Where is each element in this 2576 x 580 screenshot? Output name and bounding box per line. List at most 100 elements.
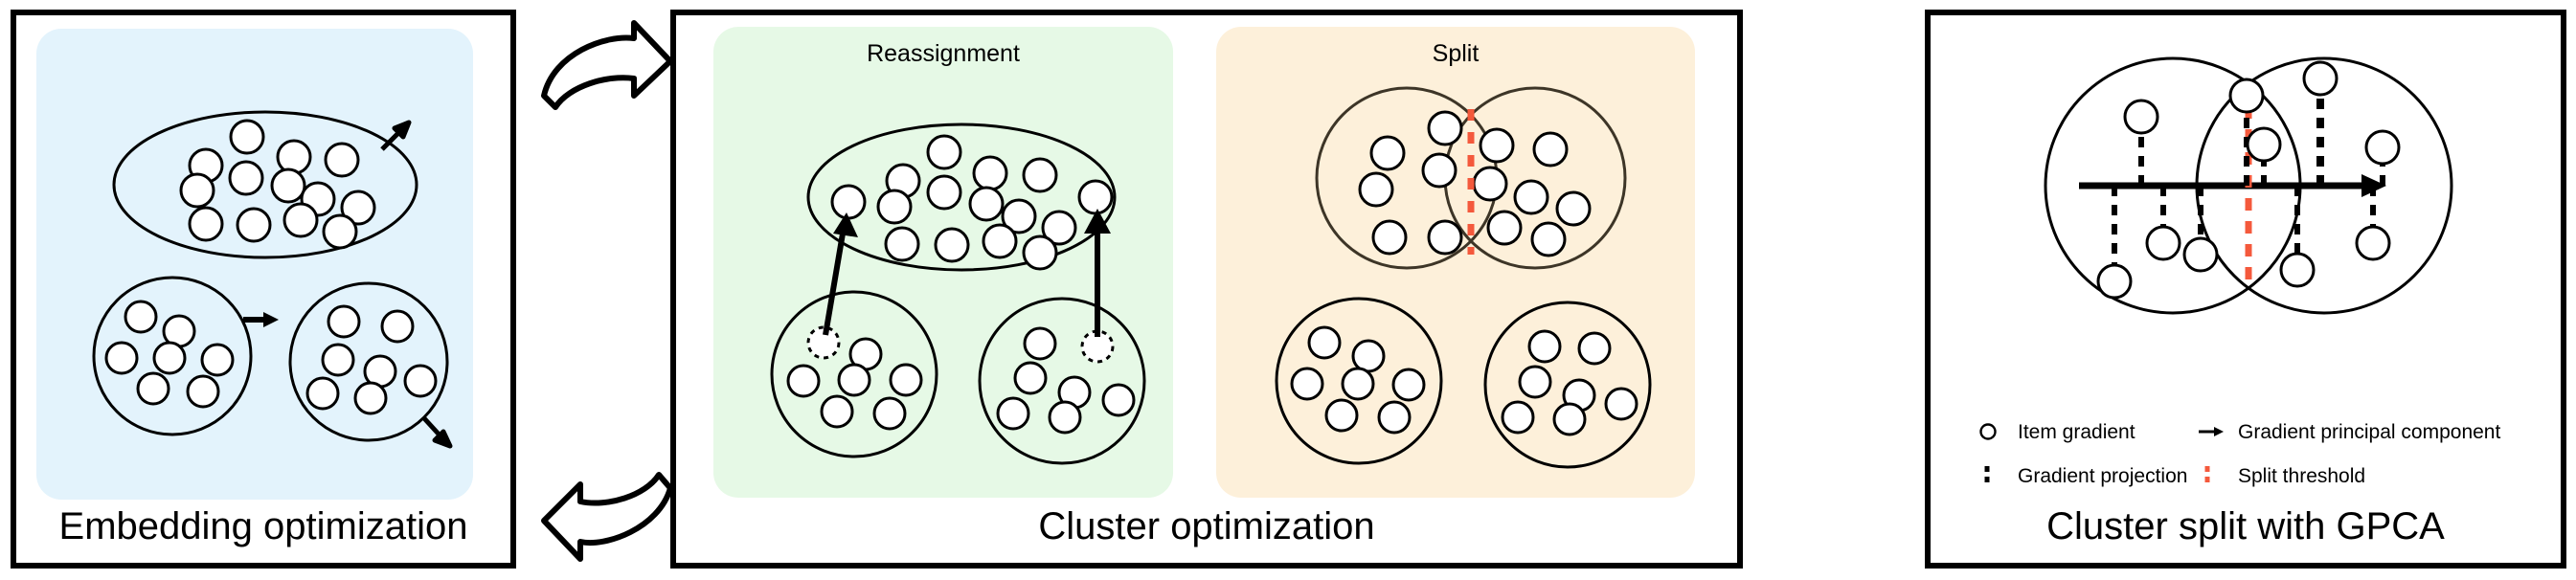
- item-dot: [1427, 219, 1463, 256]
- cluster-ellipse-large: [806, 123, 1117, 272]
- item-group-circle-right: [305, 304, 438, 415]
- item-dot: [837, 363, 871, 397]
- item-dot: [236, 207, 272, 243]
- item-dot: [1371, 219, 1408, 256]
- item-dot: [1022, 157, 1058, 193]
- item-dot: [1351, 339, 1386, 373]
- item-dot: [1501, 400, 1535, 435]
- item-dot: [889, 363, 923, 397]
- item-gradient-dot: [2302, 60, 2339, 97]
- item-dot: [1101, 383, 1136, 417]
- item-dot: [1001, 198, 1037, 234]
- item-dot: [1307, 325, 1342, 360]
- item-dot: [270, 167, 306, 204]
- legend-label: Gradient projection: [2018, 464, 2188, 487]
- panel-embedding-caption: Embedding optimization: [58, 505, 468, 547]
- item-dot: [1022, 234, 1058, 271]
- item-dot: [179, 172, 215, 209]
- item-group-circle-left: [786, 337, 923, 431]
- item-dot: [872, 396, 907, 431]
- item-group-split-right: [1472, 127, 1592, 257]
- item-dot: [996, 396, 1030, 431]
- item-dot: [1530, 221, 1567, 257]
- item-group-result-left: [1290, 325, 1426, 435]
- item-dot: [1518, 365, 1552, 399]
- item-dot: [830, 184, 867, 220]
- reassignment-arrow-right: [1084, 209, 1111, 337]
- item-dot: [982, 223, 1018, 259]
- item-dot: [124, 300, 158, 334]
- legend-label: Item gradient: [2018, 420, 2135, 443]
- embedding-expand-arrow-top: [380, 120, 412, 151]
- item-dot: [968, 186, 1005, 222]
- flow-arrows: [541, 20, 673, 562]
- item-dot: [934, 227, 970, 263]
- item-dot: [324, 142, 360, 178]
- item-gradient-dot: [2096, 263, 2133, 300]
- item-dot: [340, 190, 376, 226]
- item-dot: [1427, 110, 1463, 146]
- legend-label: Gradient principal component: [2238, 420, 2501, 443]
- item-group-circle-left: [104, 300, 235, 409]
- item-dot: [972, 155, 1008, 191]
- panel-gpca-caption: Cluster split with GPCA: [2046, 505, 2445, 547]
- item-dot: [276, 139, 312, 175]
- split-label: Split: [1432, 40, 1480, 67]
- item-dot: [282, 202, 319, 238]
- legend-split-threshold: Split threshold: [2197, 463, 2365, 488]
- item-group-split-left: [1358, 110, 1463, 256]
- item-dot: [1013, 361, 1048, 395]
- item-dot: [305, 376, 340, 411]
- item-dot: [1486, 210, 1523, 246]
- item-dot: [1479, 127, 1515, 164]
- panel-cluster-caption: Cluster optimization: [1038, 505, 1375, 547]
- item-gradient-dot: [2364, 129, 2401, 166]
- item-dot-ghost: [806, 325, 841, 360]
- item-dot: [1341, 367, 1375, 401]
- item-dot: [926, 134, 962, 170]
- item-gradient-dot: [2228, 78, 2265, 114]
- legend-item-gradient: Item gradient: [1977, 419, 2135, 444]
- item-dot: [1377, 400, 1412, 435]
- item-gradient-dot: [2355, 225, 2391, 261]
- cluster-to-embedding-arrow: [541, 472, 673, 562]
- item-group-large-ellipse: [830, 134, 1114, 271]
- item-dot: [186, 374, 220, 409]
- legend-label: Split threshold: [2238, 464, 2366, 487]
- circle-outline-icon: [1977, 419, 2009, 444]
- cluster-circle-left: [92, 276, 253, 436]
- item-dot: [380, 309, 415, 344]
- item-dot: [229, 119, 265, 155]
- item-gradient-dot: [2123, 99, 2159, 135]
- item-dot: [1391, 368, 1426, 402]
- embedding-move-arrow: [243, 312, 279, 327]
- item-dot: [228, 160, 264, 196]
- item-gradient-dot: [2145, 225, 2181, 261]
- panel-embedding-optimization: Embedding optimization: [11, 10, 516, 569]
- item-dot: [152, 341, 187, 375]
- cluster-circle-right: [978, 297, 1146, 465]
- item-group-circle-right: [996, 326, 1136, 435]
- embedding-to-cluster-arrow: [541, 20, 673, 110]
- split-result-circle-left: [1275, 297, 1443, 465]
- item-dot: [876, 189, 913, 225]
- item-dot: [188, 206, 224, 242]
- item-gradient-dot: [2279, 252, 2316, 288]
- item-dot: [403, 364, 438, 398]
- split-diagram: [1275, 86, 1652, 469]
- item-group-result-right: [1501, 329, 1638, 436]
- item-dot: [1577, 331, 1612, 366]
- legend-gradient-projection: Gradient projection: [1977, 463, 2187, 488]
- reassignment-diagram: [770, 123, 1146, 465]
- legend-gradient-principal-component: Gradient principal component: [2197, 419, 2500, 444]
- cluster-ellipse-large: [112, 110, 418, 259]
- item-dot: [1048, 400, 1082, 435]
- item-dot: [1472, 166, 1508, 202]
- gradient-projections-below: [2112, 186, 2376, 264]
- item-dot: [1041, 210, 1077, 246]
- item-dot: [136, 371, 170, 406]
- item-dot: [1369, 135, 1406, 171]
- item-group-large-ellipse: [179, 119, 376, 250]
- item-gradients-below: [2096, 225, 2391, 300]
